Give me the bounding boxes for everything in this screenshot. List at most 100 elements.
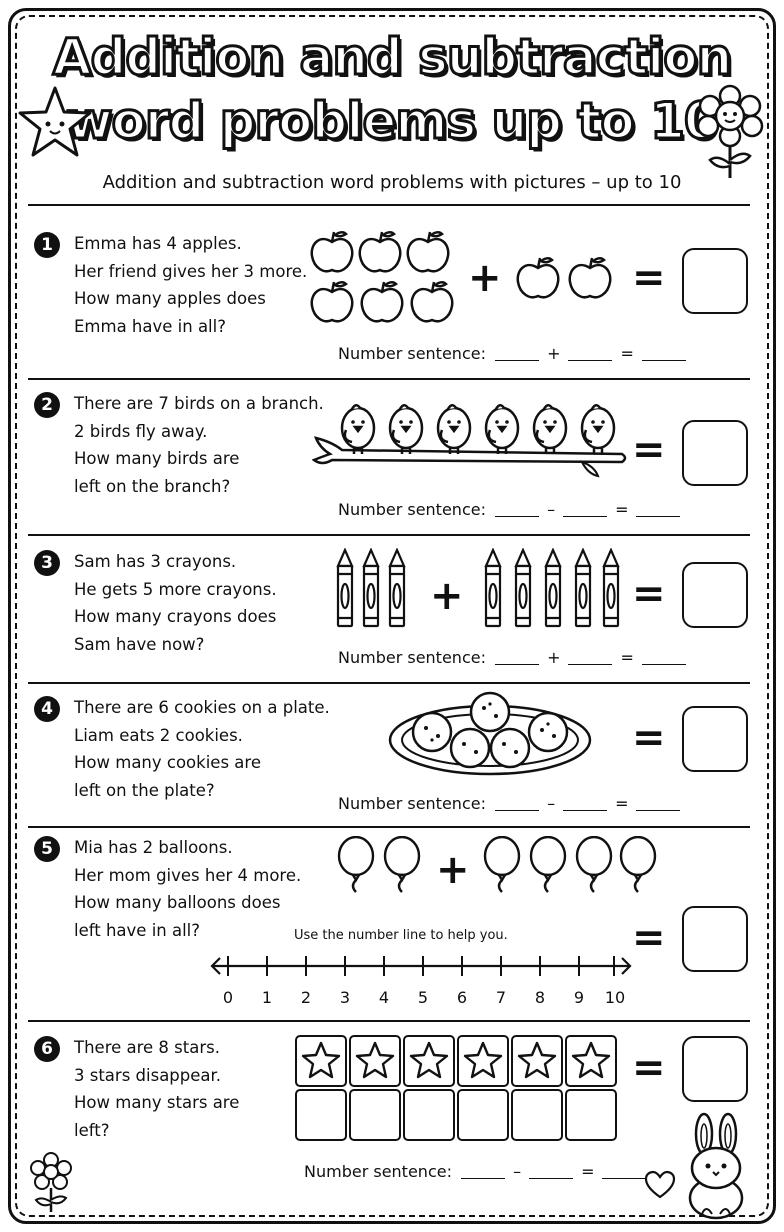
problem-text-line: left?	[74, 1120, 110, 1140]
problem-number-badge: 6	[34, 1036, 60, 1062]
equals-sign: =	[632, 1045, 666, 1091]
sentence-blank[interactable]	[636, 516, 681, 517]
apple-group-right	[516, 256, 612, 299]
sentence-blank[interactable]	[461, 1178, 506, 1179]
sentence-blank[interactable]	[495, 360, 540, 361]
number-sentence-label: Number sentence:	[304, 1162, 452, 1181]
number-line-label: 6	[456, 988, 468, 1007]
sentence-blank[interactable]	[563, 810, 608, 811]
problem-text-line: How many balloons does	[74, 893, 281, 912]
number-sentence-label: Number sentence:	[338, 500, 486, 519]
sentence-operator: –	[547, 794, 556, 813]
problem-text-line: Sam have now?	[74, 634, 205, 654]
sentence-equals: =	[620, 344, 634, 363]
plus-sign: +	[436, 847, 470, 893]
flower-icon	[696, 84, 764, 178]
sentence-blank[interactable]	[636, 810, 681, 811]
heart-icon	[644, 1170, 676, 1199]
number-line-label: 1	[261, 988, 273, 1007]
number-sentence-label: Number sentence:	[338, 344, 486, 363]
problem-number-badge: 2	[34, 392, 60, 418]
sentence-operator: –	[547, 500, 556, 519]
answer-box[interactable]	[682, 706, 748, 772]
sentence-blank[interactable]	[495, 810, 540, 811]
sentence-equals: =	[581, 1162, 595, 1181]
worksheet-border	[8, 8, 776, 1224]
number-line-label: 9	[573, 988, 585, 1007]
sentence-equals: =	[620, 648, 634, 667]
plus-sign: +	[430, 573, 464, 619]
sentence-blank[interactable]	[568, 360, 613, 361]
answer-box[interactable]	[682, 1036, 748, 1102]
number-line-label: 7	[495, 988, 507, 1007]
balloon-group-left	[337, 836, 421, 894]
answer-box[interactable]	[682, 906, 748, 972]
star-mascot-icon	[18, 86, 92, 157]
sentence-equals: =	[615, 794, 629, 813]
number-sentence: Number sentence: – =	[338, 794, 684, 813]
problem-text-line: How many apples does	[74, 289, 266, 308]
sentence-blank[interactable]	[641, 360, 686, 361]
number-sentence-label: Number sentence:	[338, 648, 486, 667]
sentence-blank[interactable]	[529, 1178, 574, 1179]
answer-box[interactable]	[682, 248, 748, 314]
problem-text-line: left on the branch?	[74, 476, 231, 496]
problem-1-text: Emma has 4 apples. Her friend gives her …	[74, 230, 307, 340]
worksheet-title-line1: Addition and subtraction	[51, 27, 733, 88]
number-sentence-label: Number sentence:	[338, 794, 486, 813]
problem-text-line: How many cookies are	[74, 753, 261, 772]
problem-text-line: Her friend gives her 3 more.	[74, 261, 308, 281]
problem-text-line: There are 8 stars.	[74, 1038, 220, 1057]
number-line-label: 4	[378, 988, 390, 1007]
problem-text-line: Mia has 2 balloons.	[74, 838, 233, 857]
sentence-blank[interactable]	[641, 664, 686, 665]
problem-number-badge: 4	[34, 696, 60, 722]
birds-on-branch	[312, 403, 627, 478]
sentence-operator: +	[547, 344, 561, 363]
sentence-operator: +	[547, 648, 561, 667]
equals-sign: =	[632, 427, 666, 473]
problem-text-line: There are 7 birds on a branch.	[74, 394, 324, 413]
sentence-blank[interactable]	[568, 664, 613, 665]
number-line-label: 3	[339, 988, 351, 1007]
section-divider	[28, 378, 750, 380]
answer-box[interactable]	[682, 562, 748, 628]
problem-number-badge: 3	[34, 550, 60, 576]
sentence-blank[interactable]	[563, 516, 608, 517]
equals-sign: =	[632, 571, 666, 617]
number-line-label: 10	[604, 988, 626, 1007]
problem-3-text: Sam has 3 crayons. He gets 5 more crayon…	[74, 548, 277, 658]
problem-text-line: Sam has 3 crayons.	[74, 552, 237, 571]
star-grid	[295, 1035, 617, 1141]
cookie-plate-icon	[388, 691, 592, 776]
apple-group-left	[310, 230, 454, 323]
sentence-blank[interactable]	[602, 1178, 647, 1179]
problem-text-line: Emma has 4 apples.	[74, 234, 242, 253]
number-line	[210, 956, 632, 976]
problem-2-text: There are 7 birds on a branch. 2 birds f…	[74, 390, 324, 500]
number-sentence: Number sentence: –=	[338, 500, 684, 519]
problem-text-line: left on the plate?	[74, 780, 215, 800]
number-sentence: Number sentence: + =	[338, 648, 690, 667]
sentence-blank[interactable]	[495, 664, 540, 665]
equals-sign: =	[632, 255, 666, 301]
problem-4-text: There are 6 cookies on a plate. Liam eat…	[74, 694, 330, 804]
section-divider	[28, 534, 750, 536]
problem-text-line: He gets 5 more crayons.	[74, 579, 277, 599]
bunny-icon	[688, 1112, 744, 1220]
equals-sign: =	[632, 715, 666, 761]
problem-6-text: There are 8 stars. 3 stars disappear. Ho…	[74, 1034, 239, 1144]
problem-text-line: Emma have in all?	[74, 316, 226, 336]
plus-sign: +	[468, 255, 502, 301]
equals-sign: =	[632, 915, 666, 961]
sentence-operator: –	[513, 1162, 522, 1181]
answer-box[interactable]	[682, 420, 748, 486]
worksheet-title-line2: word problems up to 10	[65, 91, 720, 152]
number-line-label: 0	[222, 988, 234, 1007]
problem-text-line: How many birds are	[74, 449, 240, 468]
problem-5-text: Mia has 2 balloons. Her mom gives her 4 …	[74, 834, 301, 944]
sentence-blank[interactable]	[495, 516, 540, 517]
flower-icon	[30, 1152, 72, 1212]
section-divider	[28, 682, 750, 684]
section-divider	[28, 826, 750, 828]
